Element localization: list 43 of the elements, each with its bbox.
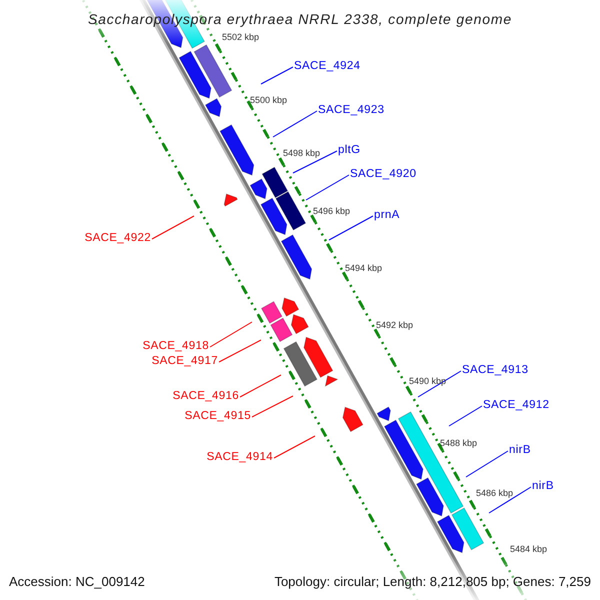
gene-label: SACE_4923 [318, 103, 384, 117]
gene-label: SACE_4920 [350, 167, 416, 181]
gene-label: SACE_4912 [483, 398, 550, 412]
leader-line [328, 216, 374, 240]
gene-label: SACE_4924 [294, 59, 360, 73]
gene-label: SACE_4913 [462, 363, 528, 377]
gene-label: nirB [532, 479, 554, 493]
position-label: 5502 kbp [222, 32, 260, 43]
gene-label: prnA [374, 208, 400, 222]
leader-line [418, 370, 462, 398]
gene-label: SACE_4918 [142, 339, 209, 353]
position-label: 5492 kbp [376, 320, 414, 331]
leader-line [448, 406, 482, 426]
leader-line [218, 340, 262, 362]
gene-label: SACE_4915 [184, 409, 251, 423]
gene-label: SACE_4916 [172, 389, 239, 403]
leader-line [488, 486, 532, 514]
gene-label: SACE_4914 [206, 450, 273, 464]
gene-label: SACE_4922 [84, 231, 151, 245]
leader-line [252, 396, 294, 418]
position-label: 5498 kbp [283, 148, 320, 159]
gene-label: pltG [338, 143, 360, 157]
leader-line [210, 322, 252, 348]
gene-label: nirB [509, 443, 531, 457]
accession-text: Accession: NC_009142 [9, 574, 145, 590]
position-label: 5490 kbp [409, 376, 446, 387]
position-label: 5494 kbp [345, 263, 382, 274]
position-label: 5496 kbp [313, 206, 350, 217]
position-label: 5484 kbp [510, 544, 548, 555]
genome-info-text: Topology: circular; Length: 8,212,805 bp; Genes: 7,259 [274, 574, 591, 590]
position-label: 5486 kbp [476, 488, 514, 499]
leader-line [306, 174, 350, 200]
leader-line [260, 66, 294, 84]
leader-line [272, 110, 318, 138]
leader-line [466, 450, 508, 478]
leader-line [240, 374, 282, 398]
position-label: 5488 kbp [440, 438, 478, 449]
leader-line [152, 216, 194, 240]
gene-label: SACE_4917 [152, 354, 218, 368]
title: Saccharopolyspora erythraea NRRL 2338, complete genome [86, 10, 514, 29]
position-label: 5500 kbp [250, 95, 288, 106]
leader-line [274, 436, 316, 458]
leader-line [292, 150, 338, 174]
